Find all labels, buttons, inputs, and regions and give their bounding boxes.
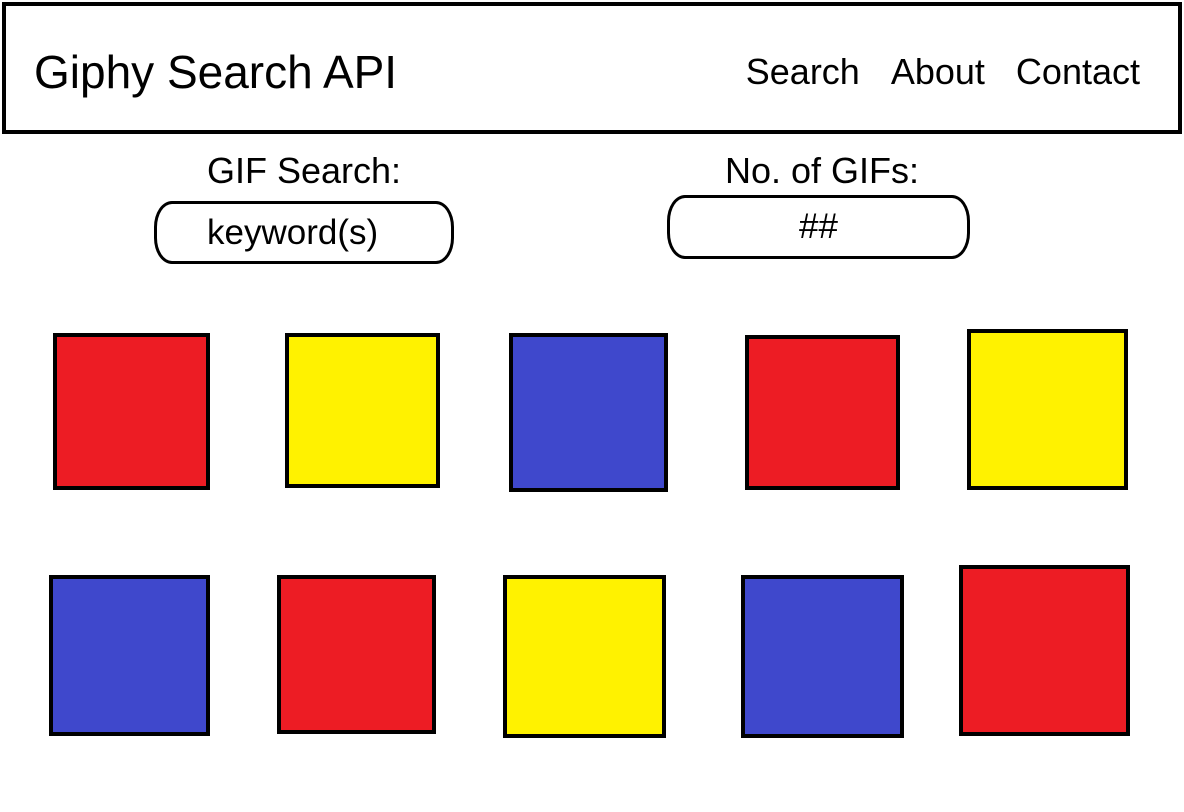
gif-tile[interactable] <box>503 575 666 738</box>
app-header: Giphy Search API Search About Contact <box>2 2 1182 134</box>
keyword-search-input[interactable] <box>154 201 454 264</box>
site-title: Giphy Search API <box>34 46 398 98</box>
main-nav: Search About Contact <box>746 50 1140 94</box>
gif-tile[interactable] <box>509 333 668 492</box>
gif-tile[interactable] <box>967 329 1128 490</box>
gif-tile[interactable] <box>745 335 900 490</box>
gif-tile[interactable] <box>49 575 210 736</box>
gif-tile[interactable] <box>285 333 440 488</box>
gif-tile[interactable] <box>53 333 210 490</box>
gif-tile[interactable] <box>959 565 1130 736</box>
gif-search-label: GIF Search: <box>207 150 402 191</box>
nav-about-link[interactable]: About <box>890 51 985 92</box>
gif-tile[interactable] <box>277 575 436 734</box>
nav-contact-link[interactable]: Contact <box>1015 51 1140 92</box>
nav-search-link[interactable]: Search <box>745 51 860 92</box>
gif-count-label: No. of GIFs: <box>725 150 920 191</box>
gif-count-input[interactable] <box>667 195 970 259</box>
gif-tile[interactable] <box>741 575 904 738</box>
